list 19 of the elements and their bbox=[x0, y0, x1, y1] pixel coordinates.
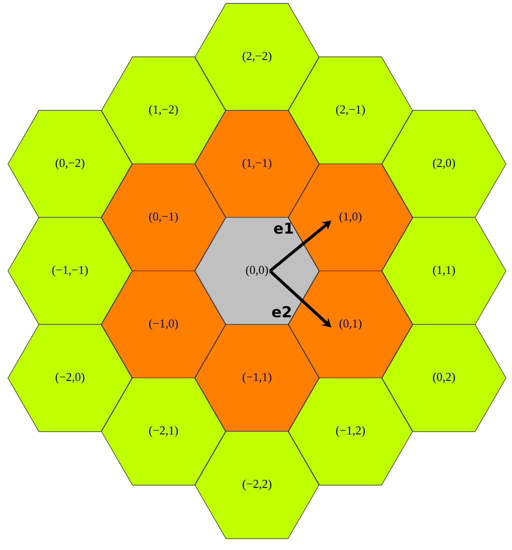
hexagon-cell: (−1,2) bbox=[288, 378, 413, 486]
arrow bbox=[269, 220, 332, 272]
hexagon-cell: (1,−1) bbox=[194, 110, 320, 218]
hexagon-cell: (−2,0) bbox=[8, 324, 132, 432]
hexagon-cell: (0,2) bbox=[382, 324, 506, 432]
hexagon-cell: (−2,2) bbox=[194, 431, 320, 539]
hexagon-cell: (1,1) bbox=[382, 217, 506, 325]
hexagon-cell: (2,−1) bbox=[288, 56, 413, 164]
hexagon-cell: (2,−2) bbox=[194, 3, 320, 111]
hexagon-cell: (−2,1) bbox=[101, 378, 226, 486]
hexagon-cell: (2,0) bbox=[382, 110, 506, 218]
hexagon-cell: (−1,0) bbox=[101, 270, 226, 378]
hexagon-cell: (−1,−1) bbox=[8, 217, 132, 325]
hexagon-cell: (0,−2) bbox=[8, 110, 132, 218]
edge-label: e2 bbox=[272, 306, 291, 318]
hexagon-cell: (1,−2) bbox=[101, 56, 226, 164]
hexagon-cell: (−1,1) bbox=[194, 324, 320, 432]
arrow bbox=[268, 270, 332, 328]
hexagon-cell: (0,−1) bbox=[101, 164, 226, 272]
